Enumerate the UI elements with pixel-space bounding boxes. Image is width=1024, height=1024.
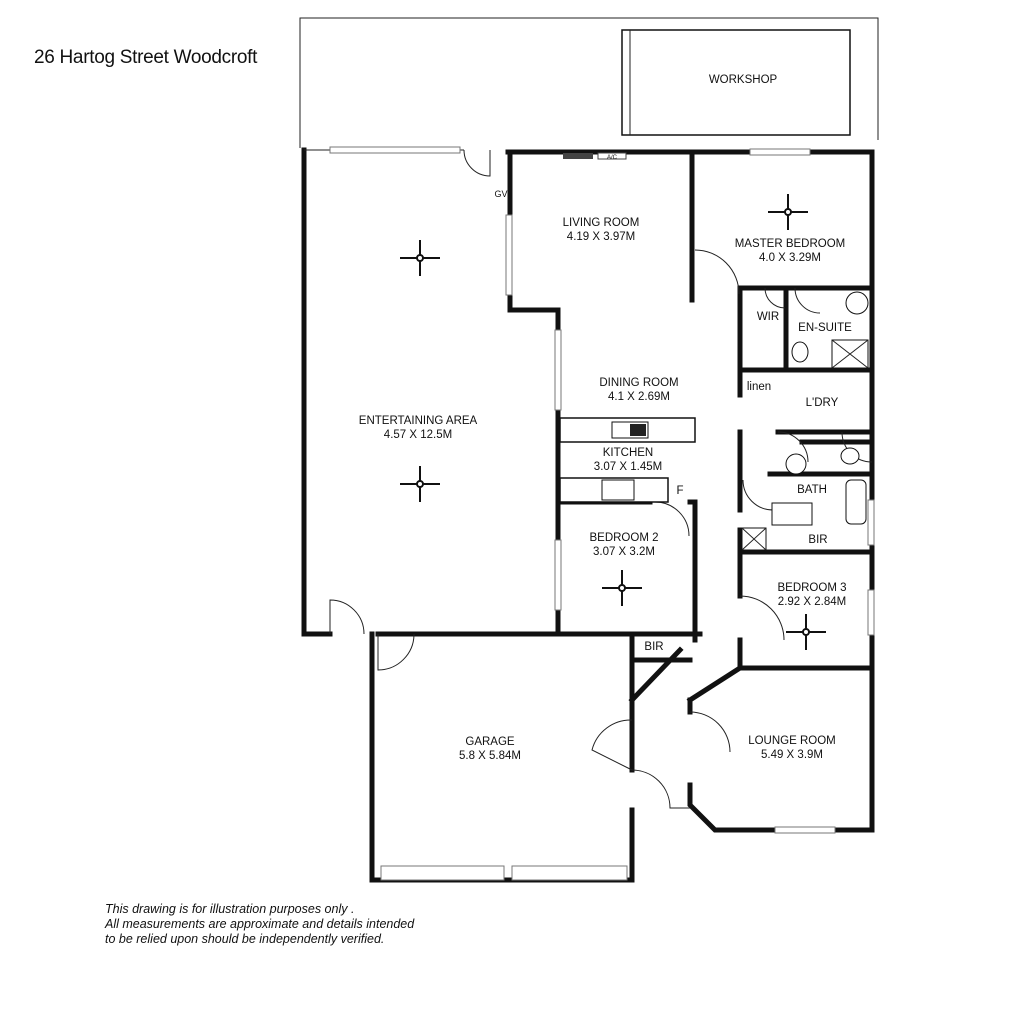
ceiling-fan-icon xyxy=(400,240,440,276)
room-label-garage: GARAGE xyxy=(465,736,515,748)
ceiling-fan-icon xyxy=(602,570,642,606)
fixtures: A/C GV xyxy=(494,152,869,551)
room-label-linen: linen xyxy=(747,381,771,393)
yard-boundary xyxy=(299,17,879,148)
room-label-bedroom3: BEDROOM 3 xyxy=(777,582,846,594)
room-label-bir-bedroom2: BIR xyxy=(644,641,663,653)
fireplace-icon xyxy=(563,153,593,159)
ceiling-fans xyxy=(400,194,826,650)
room-size-living: 4.19 X 3.97M xyxy=(567,231,635,243)
property-address-title: 26 Hartog Street Woodcroft xyxy=(34,47,258,68)
room-size-bedroom3: 2.92 X 2.84M xyxy=(778,596,846,608)
disclaimer-line: This drawing is for illustration purpose… xyxy=(105,902,355,916)
basin-icon xyxy=(845,291,869,315)
ac-label: A/C xyxy=(607,155,618,161)
room-labels: ENTERTAINING AREA 4.57 X 12.5M LIVING RO… xyxy=(359,217,852,762)
room-label-master: MASTER BEDROOM xyxy=(735,238,846,250)
ceiling-fan-icon xyxy=(768,194,808,230)
toilet-icon xyxy=(785,453,807,475)
basin-icon xyxy=(771,502,813,526)
ac-unit-icon xyxy=(597,152,627,160)
room-label-laundry: L'DRY xyxy=(806,397,839,409)
fridge-label: F xyxy=(676,485,683,497)
room-size-bedroom2: 3.07 X 3.2M xyxy=(593,546,655,558)
toilet-icon xyxy=(840,447,860,465)
room-size-master: 4.0 X 3.29M xyxy=(759,252,821,264)
room-label-entertaining: ENTERTAINING AREA xyxy=(359,415,478,427)
room-label-dining: DINING ROOM xyxy=(599,377,678,389)
room-label-wir: WIR xyxy=(757,311,779,323)
ceiling-fan-icon xyxy=(400,466,440,502)
disclaimer-note: This drawing is for illustration purpose… xyxy=(105,902,414,947)
toilet-icon xyxy=(791,341,809,363)
disclaimer-line: All measurements are approximate and det… xyxy=(105,917,415,931)
bathtub-icon xyxy=(845,479,867,525)
room-label-living: LIVING ROOM xyxy=(563,217,640,229)
room-size-kitchen: 3.07 X 1.45M xyxy=(594,461,662,473)
disclaimer-line: to be relied upon should be independentl… xyxy=(105,932,385,946)
room-label-bedroom2: BEDROOM 2 xyxy=(589,532,658,544)
room-label-bath: BATH xyxy=(797,484,827,496)
room-size-garage: 5.8 X 5.84M xyxy=(459,750,521,762)
gas-valve-label: GV xyxy=(494,189,507,199)
room-label-lounge: LOUNGE ROOM xyxy=(748,735,836,747)
room-label-workshop: WORKSHOP xyxy=(709,74,778,86)
room-size-dining: 4.1 X 2.69M xyxy=(608,391,670,403)
room-label-bir-bedroom3: BIR xyxy=(808,534,827,546)
room-size-lounge: 5.49 X 3.9M xyxy=(761,749,823,761)
doors xyxy=(329,149,873,809)
windows xyxy=(329,146,875,881)
room-size-entertaining: 4.57 X 12.5M xyxy=(384,429,452,441)
workshop: WORKSHOP xyxy=(621,29,851,136)
room-label-ensuite: EN-SUITE xyxy=(798,322,852,334)
ceiling-fan-icon xyxy=(786,614,826,650)
room-label-kitchen: KITCHEN xyxy=(603,447,653,459)
cooktop-icon xyxy=(601,479,635,501)
